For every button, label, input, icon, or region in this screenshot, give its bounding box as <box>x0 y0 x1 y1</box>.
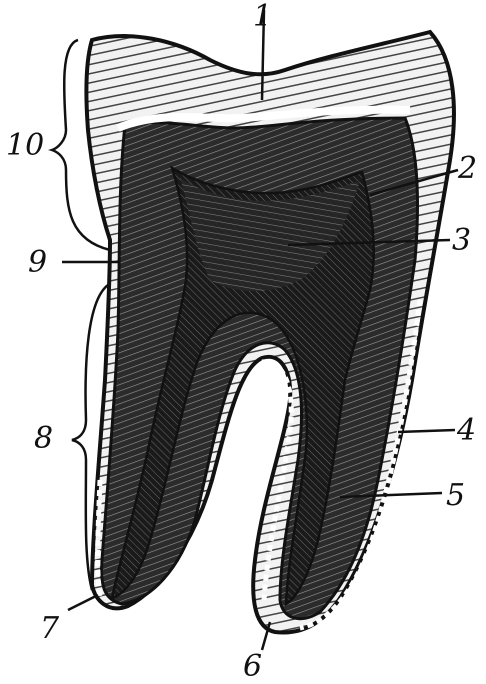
label-4: 4 <box>456 413 476 448</box>
label-8: 8 <box>34 421 53 456</box>
label-7: 7 <box>40 611 60 646</box>
label-2: 2 <box>457 151 477 186</box>
label-5: 5 <box>446 478 465 513</box>
label-9: 9 <box>28 245 47 280</box>
label-3: 3 <box>452 223 471 258</box>
label-10: 10 <box>6 128 44 163</box>
label-1: 1 <box>253 0 272 34</box>
label-6: 6 <box>243 649 262 684</box>
